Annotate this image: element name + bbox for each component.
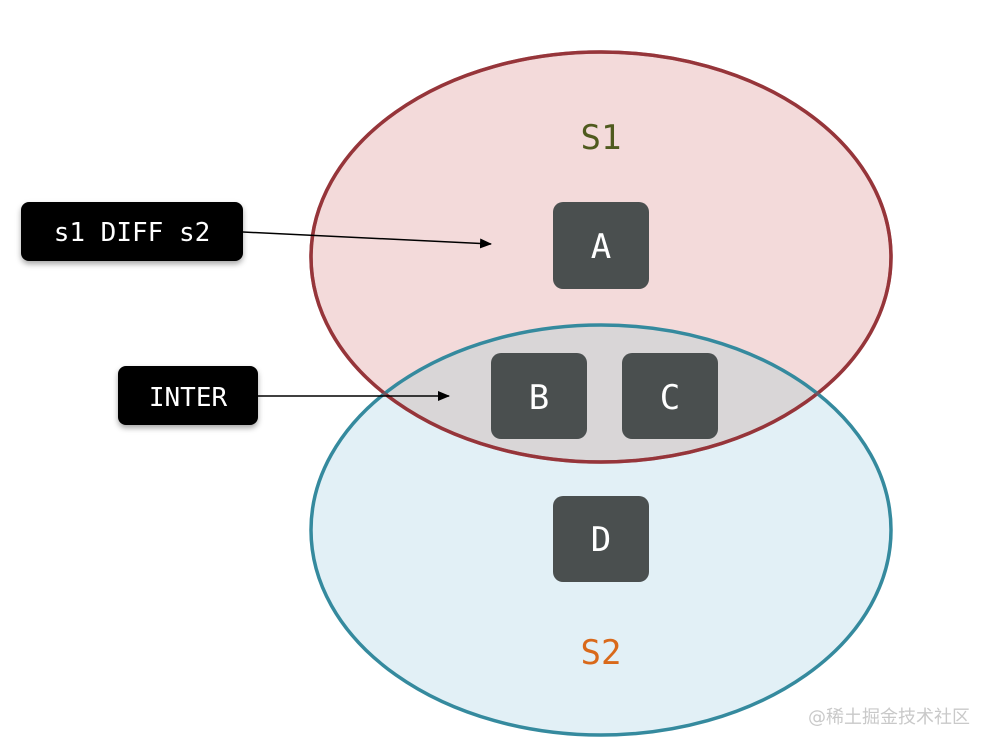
diff-arrow <box>242 231 492 249</box>
element-c-label: C <box>660 378 680 418</box>
watermark: @稀土掘金技术社区 <box>808 707 970 728</box>
set-s1-outline-overlap <box>309 50 893 464</box>
element-a-label: A <box>591 227 611 267</box>
inter-callout-label: INTER <box>149 383 228 413</box>
set-s1-label: S1 <box>581 118 622 158</box>
set-s2-label: S2 <box>581 633 622 673</box>
element-b-label: B <box>529 378 549 418</box>
element-b: B <box>491 353 587 439</box>
element-a: A <box>553 202 649 289</box>
element-d-label: D <box>591 520 611 560</box>
element-d: D <box>553 496 649 582</box>
intersection-region <box>311 325 891 462</box>
inter-callout: INTER <box>118 366 258 425</box>
element-c: C <box>622 353 718 439</box>
diff-callout: s1 DIFF s2 <box>21 202 243 261</box>
diff-callout-label: s1 DIFF s2 <box>54 218 211 248</box>
set-s2-outline <box>309 323 893 737</box>
